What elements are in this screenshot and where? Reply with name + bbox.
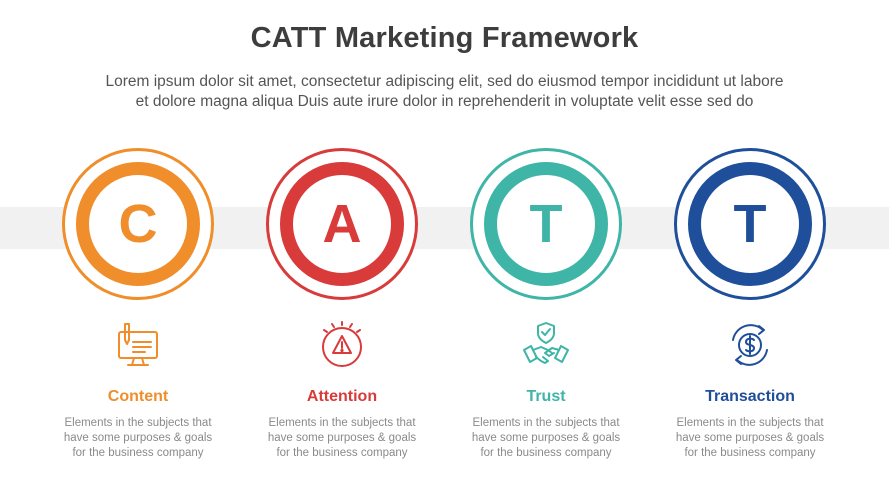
step-letter: C — [118, 194, 158, 254]
step-description: Elements in the subjects that have some … — [459, 416, 633, 461]
step-letter: T — [529, 194, 563, 254]
dollar-cycle-icon — [725, 320, 775, 370]
inner-ring: T — [688, 162, 812, 286]
desc-line-3: for the business company — [684, 447, 816, 459]
step-letter: A — [322, 194, 362, 254]
subtitle-line-1: Lorem ipsum dolor sit amet, consectetur … — [105, 73, 784, 90]
computer-pencil-icon — [113, 320, 163, 370]
step-attention: A Attention Elements in the subjects tha… — [260, 148, 430, 468]
step-label: Content — [107, 388, 169, 405]
desc-line-3: for the business company — [276, 447, 408, 459]
inner-ring: T — [484, 162, 608, 286]
desc-line-2: have some purposes & goals — [267, 432, 417, 444]
inner-ring: A — [280, 162, 404, 286]
step-description: Elements in the subjects that have some … — [663, 416, 837, 461]
desc-line-1: Elements in the subjects that — [64, 417, 212, 429]
inner-ring: C — [76, 162, 200, 286]
step-label: Attention — [306, 388, 378, 405]
page-subtitle: Lorem ipsum dolor sit amet, consectetur … — [30, 72, 859, 112]
step-trust: T Trust Elements in the subjects that ha… — [464, 148, 634, 468]
desc-line-3: for the business company — [72, 447, 204, 459]
warning-alert-icon — [317, 320, 367, 370]
handshake-shield-icon — [521, 320, 571, 370]
desc-line-2: have some purposes & goals — [63, 432, 213, 444]
step-content: C Content Elements in the subjects that … — [56, 148, 226, 468]
step-label: Transaction — [705, 388, 795, 405]
step-description: Elements in the subjects that have some … — [255, 416, 429, 461]
step-description: Elements in the subjects that have some … — [51, 416, 225, 461]
desc-line-1: Elements in the subjects that — [268, 417, 416, 429]
step-label: Trust — [526, 388, 566, 405]
subtitle-line-2: et dolore magna aliqua Duis aute irure d… — [135, 93, 754, 110]
desc-line-3: for the business company — [480, 447, 612, 459]
desc-line-1: Elements in the subjects that — [472, 417, 620, 429]
desc-line-2: have some purposes & goals — [675, 432, 825, 444]
desc-line-1: Elements in the subjects that — [676, 417, 824, 429]
step-transaction: T Transaction Elements in the subjects t… — [668, 148, 838, 468]
page-title: CATT Marketing Framework — [250, 22, 639, 54]
desc-line-2: have some purposes & goals — [471, 432, 621, 444]
step-letter: T — [733, 194, 767, 254]
